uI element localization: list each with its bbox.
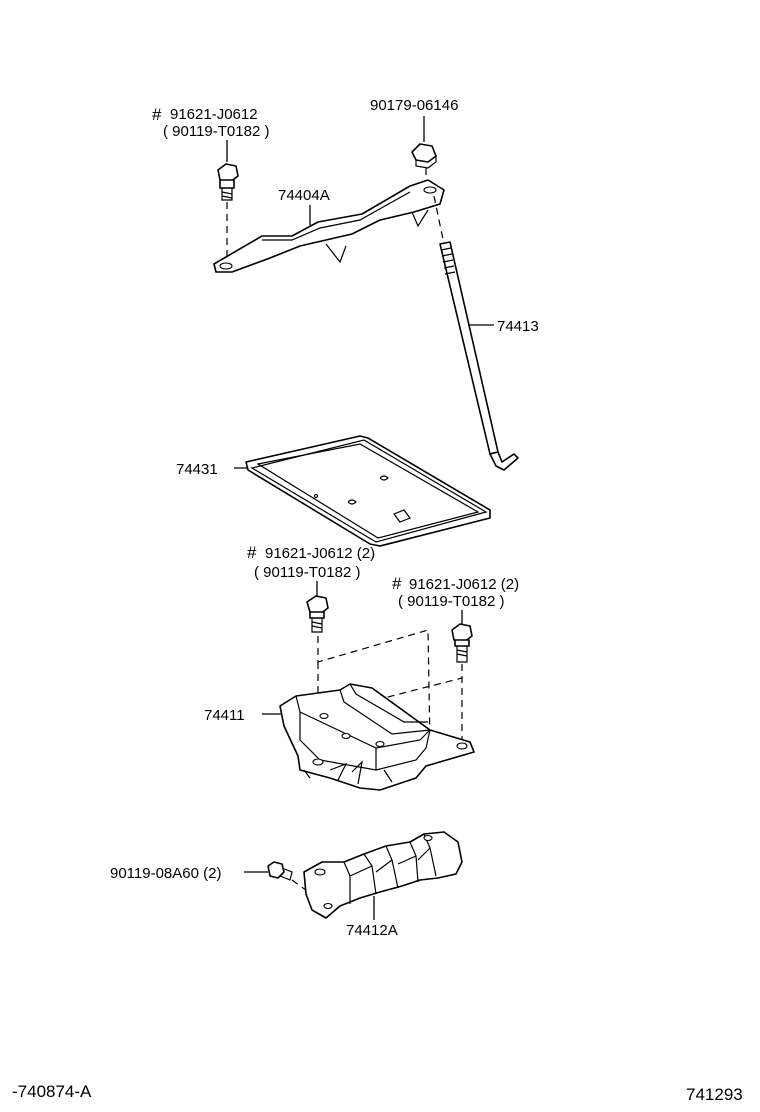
nut-top-number: 90179-06146 [370,97,458,114]
bracket-number: 74412A [346,922,398,939]
bolt-mid-right-number: 91621-J0612 (2) [409,576,519,593]
carrier-number: 74411 [204,707,245,724]
bolt-bottom-axis [291,879,315,897]
footer-left-code: -740874-A [12,1082,92,1101]
carrier-74411 [279,683,475,791]
bolt-mid-right-alt: ( 90119-T0182 ) [398,593,504,610]
tray-number: 74431 [176,461,218,478]
bracket-74412a [303,831,463,919]
bolt-mid-right [451,623,473,663]
bolt-top-left-marker: # [152,105,162,124]
bolt-mid-left-marker: # [247,543,257,562]
clamp-number: 74404A [278,187,330,204]
nut-top [411,143,437,169]
rod-axis [433,195,445,245]
bolt-mid-left-number: 91621-J0612 (2) [265,545,375,562]
bolt-top-left-number: 91621-J0612 [170,106,258,123]
bolt-mid-left-alt: ( 90119-T0182 ) [254,564,360,581]
bolt-mid-right-marker: # [392,574,402,593]
tray-74431 [245,435,491,547]
bolt-bottom [267,861,293,881]
footer-right-code: 741293 [686,1085,743,1104]
bolt-bottom-number: 90119-08A60 (2) [110,865,221,882]
bolt-top-left-alt: ( 90119-T0182 ) [163,123,269,140]
rod-number: 74413 [497,318,539,335]
carrier-bolt-axis-cross [375,677,463,701]
bolt-mid-left [306,595,329,633]
clamp-74404a [213,179,445,273]
bolt-top-left [217,163,239,201]
rod-74413 [439,241,519,471]
